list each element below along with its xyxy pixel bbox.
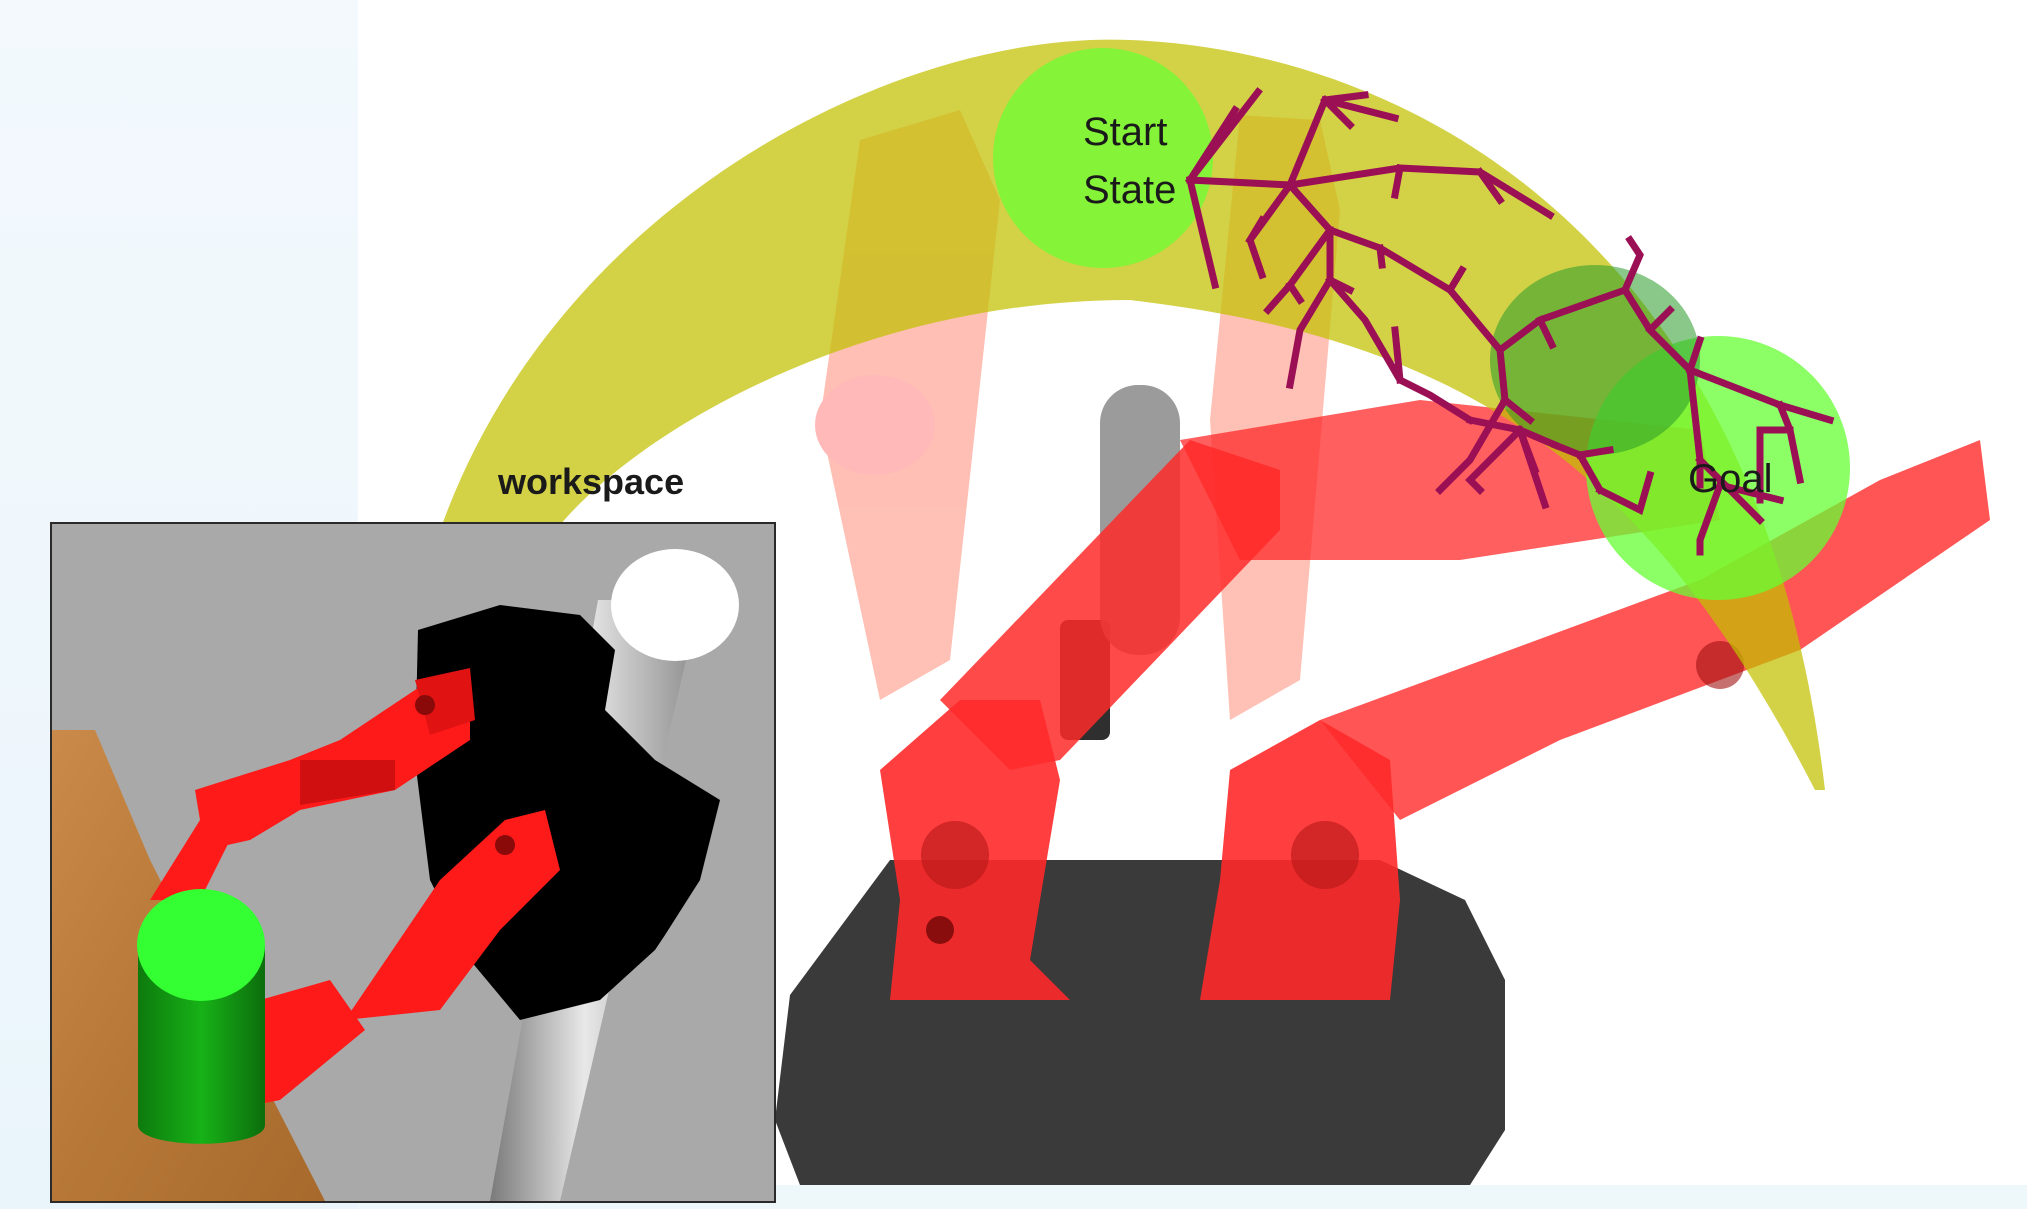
inset-render: [50, 522, 776, 1203]
start-state-label-line1: Start: [1083, 110, 1167, 154]
green-cylinder-icon: [137, 889, 265, 1144]
goal-label: Goal: [1688, 457, 1773, 501]
start-state-disc: [993, 48, 1213, 268]
start-state-label-line2: State: [1083, 168, 1176, 212]
finger-right: [1180, 400, 1990, 1000]
workspace-label: workspace: [497, 461, 684, 502]
